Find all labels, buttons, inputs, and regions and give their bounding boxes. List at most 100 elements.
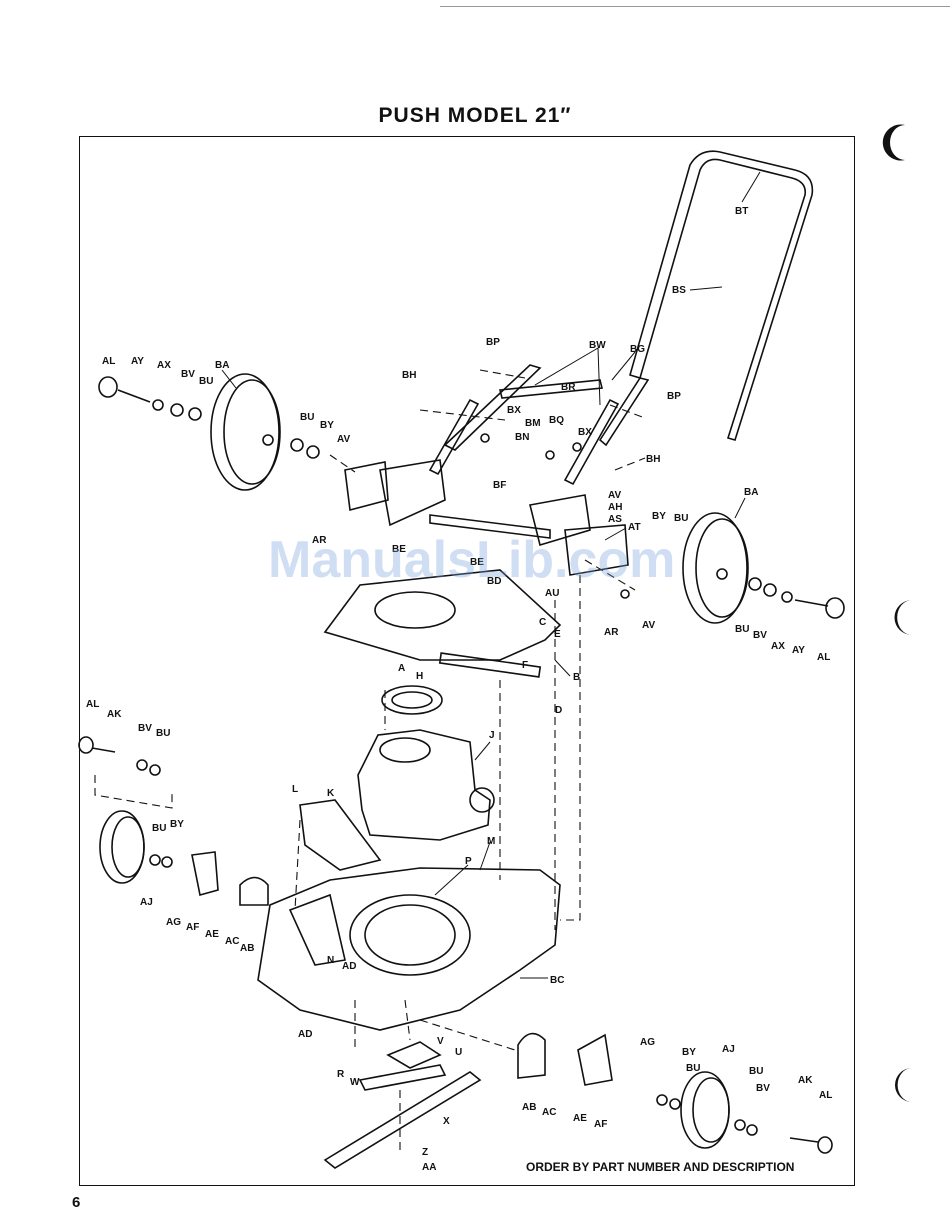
label-K: K <box>327 788 335 799</box>
label-AF2: AF <box>594 1119 607 1130</box>
label-D: D <box>555 705 562 716</box>
label-U: U <box>455 1047 462 1058</box>
watermark-text: ManualsLib.com <box>268 531 676 589</box>
label-AL1: AL <box>102 356 115 367</box>
label-BA1: BA <box>215 360 229 371</box>
label-BH1: BH <box>402 370 416 381</box>
wheel-rear-right-hub <box>716 568 728 580</box>
label-BU6: BU <box>152 823 166 834</box>
label-AY1: AY <box>131 356 144 367</box>
label-BY3: BY <box>170 819 184 830</box>
axle-bolt-left <box>117 389 151 403</box>
label-AB1: AB <box>240 943 254 954</box>
label-AE1: AE <box>205 929 219 940</box>
label-AT: AT <box>628 522 641 533</box>
engine-recoil <box>379 737 431 763</box>
dash-1 <box>479 369 526 379</box>
label-BQ: BQ <box>549 415 564 426</box>
label-P: P <box>465 856 472 867</box>
washer-3 <box>188 407 202 421</box>
wheel-rear-left-hub <box>262 434 274 446</box>
label-AL3: AL <box>86 699 99 710</box>
handle-lower-right <box>598 377 650 447</box>
washer-5 <box>306 445 320 459</box>
washer-7 <box>763 583 777 597</box>
label-AF1: AF <box>186 922 199 933</box>
blade-adapter <box>386 1041 442 1069</box>
leader-BS <box>689 286 723 291</box>
stiffener-W <box>358 1064 447 1091</box>
label-BV1: BV <box>181 369 195 380</box>
label-A: A <box>398 663 405 674</box>
label-BU4: BU <box>735 624 749 635</box>
engine-gasket <box>381 685 443 715</box>
label-BU1: BU <box>199 376 213 387</box>
adjuster-cover-left <box>239 876 269 906</box>
label-M: M <box>487 836 495 847</box>
label-AV3: AV <box>642 620 655 631</box>
nut-3 <box>545 450 555 460</box>
wheel-front-left-face <box>111 816 145 878</box>
bracket-left-b <box>344 461 389 512</box>
bracket-right <box>529 494 591 547</box>
wheel-rear-right <box>682 512 748 624</box>
dash-5 <box>329 454 356 473</box>
label-BY1: BY <box>320 420 334 431</box>
cutting-blade <box>323 1071 482 1169</box>
washer-9 <box>136 759 148 771</box>
label-BU2: BU <box>300 412 314 423</box>
label-AX1: AX <box>157 360 171 371</box>
label-AC2: AC <box>542 1107 556 1118</box>
label-BN: BN <box>515 432 529 443</box>
nut-1 <box>620 589 630 599</box>
hubcap-left <box>98 376 118 398</box>
baffle-D <box>438 652 542 678</box>
label-R: R <box>337 1069 345 1080</box>
washer-6 <box>748 577 762 591</box>
label-AY2: AY <box>792 645 805 656</box>
leader-B <box>554 659 571 677</box>
label-BY2: BY <box>652 511 666 522</box>
washer-2 <box>170 403 184 417</box>
leader-M <box>479 841 491 871</box>
deck-opening <box>349 894 471 976</box>
rear-shroud <box>323 569 562 661</box>
label-L: L <box>292 784 298 795</box>
washer-11 <box>149 854 161 866</box>
top-rule <box>440 6 950 7</box>
label-BW: BW <box>589 340 606 351</box>
label-BX1: BX <box>507 405 521 416</box>
label-BU5: BU <box>156 728 170 739</box>
label-H: H <box>416 671 423 682</box>
adjuster-right <box>577 1033 613 1086</box>
label-AS: AS <box>608 514 622 525</box>
dash-3 <box>609 404 646 419</box>
washer-14 <box>669 1098 681 1110</box>
label-BM: BM <box>525 418 541 429</box>
washer-1 <box>152 399 164 411</box>
nut-4 <box>572 442 582 452</box>
label-AH: AH <box>608 502 622 513</box>
label-AX2: AX <box>771 641 785 652</box>
label-AU: AU <box>545 588 559 599</box>
label-E: E <box>554 629 561 640</box>
dash-4 <box>614 457 646 471</box>
handle-upper <box>629 150 814 441</box>
dash-10 <box>94 775 173 809</box>
washer-13 <box>656 1094 668 1106</box>
dash-11 <box>294 819 301 911</box>
handle-brace <box>428 398 480 476</box>
label-F: F <box>522 660 528 671</box>
engine-body <box>357 729 491 841</box>
punch-hole-2 <box>894 600 912 635</box>
label-AA: AA <box>422 1162 436 1173</box>
label-BC: BC <box>550 975 564 986</box>
washer-16 <box>746 1124 758 1136</box>
leader-AT <box>604 527 627 541</box>
label-AD1: AD <box>342 961 356 972</box>
dash-2 <box>419 409 506 421</box>
label-BS: BS <box>672 285 686 296</box>
label-BY4: BY <box>682 1047 696 1058</box>
label-BE2: BE <box>470 557 484 568</box>
label-AE2: AE <box>573 1113 587 1124</box>
